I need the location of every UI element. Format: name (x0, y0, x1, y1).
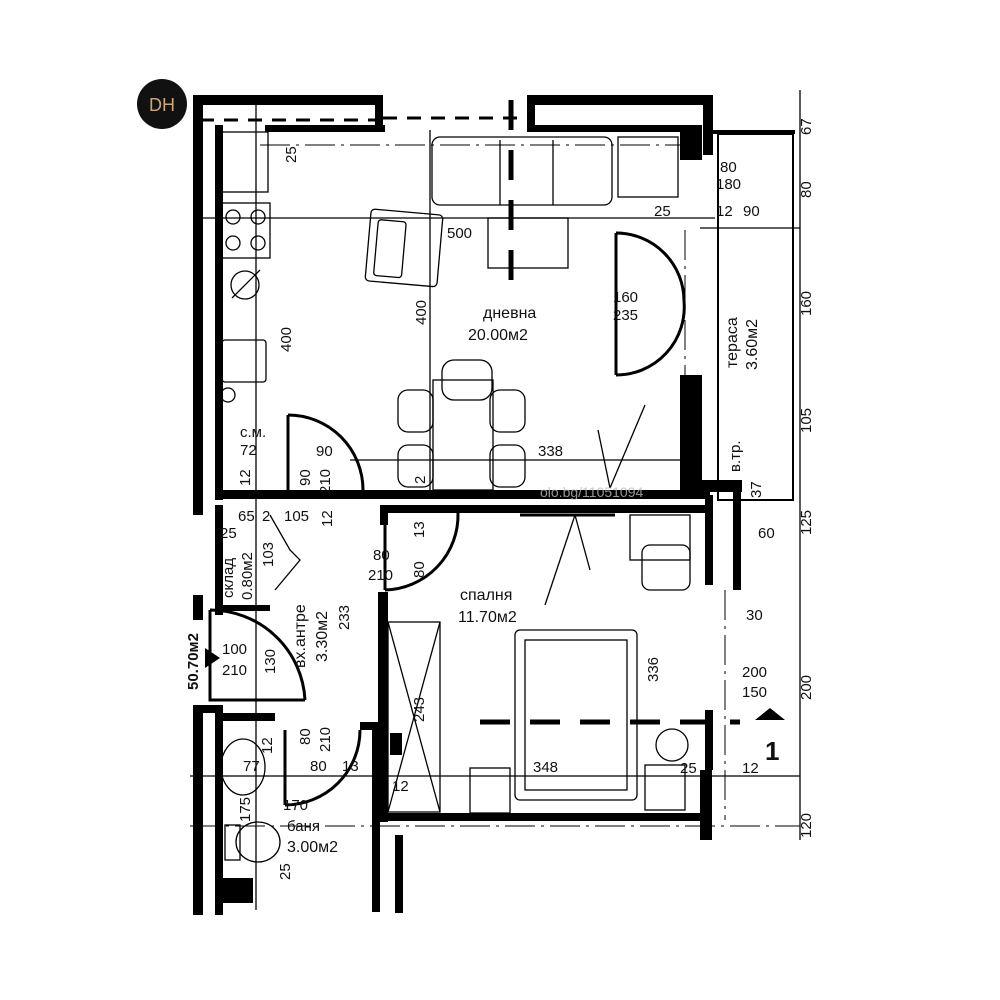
dim: 25 (680, 760, 697, 777)
dim: 25 (220, 525, 237, 542)
dim: 12 (392, 778, 409, 795)
dim: 500 (447, 225, 472, 242)
dim: 2 (412, 476, 429, 484)
dim: 90 (316, 443, 333, 460)
room-name-bedroom: спалня (460, 587, 512, 604)
dim: 72 (240, 442, 257, 459)
dim: 90 (297, 469, 314, 486)
dim: 103 (260, 542, 277, 567)
room-name-hall: вх.антре (292, 604, 309, 668)
dim: 80 (297, 728, 314, 745)
furniture (205, 100, 785, 903)
dim: 160 (798, 291, 815, 316)
dim: 30 (746, 607, 763, 624)
room-area-terrace: 3.60м2 (744, 319, 761, 370)
room-name-storage: склад (220, 558, 237, 598)
dim: 235 (613, 307, 638, 324)
dim: 80 (798, 181, 815, 198)
dim: 25 (283, 146, 300, 163)
dim: 2 (262, 508, 270, 525)
room-name-terrace: тераса (724, 317, 741, 368)
dim: 12 (237, 469, 254, 486)
dim: 170 (283, 797, 308, 814)
watermark: olo.bg/11051094 (540, 484, 643, 500)
dim: 336 (645, 657, 662, 682)
dim: 210 (222, 662, 247, 679)
washer-label: с.м. (240, 424, 266, 441)
dim: 25 (654, 203, 671, 220)
dim: 80 (310, 758, 327, 775)
dim: 210 (317, 469, 334, 494)
dim: 233 (336, 605, 353, 630)
room-area-bathroom: 3.00м2 (287, 839, 338, 856)
room-area-storage: 0.80м2 (239, 552, 256, 600)
dim: 105 (284, 508, 309, 525)
dim: 67 (798, 118, 815, 135)
dim: 13 (411, 521, 428, 538)
dim: 180 (716, 176, 741, 193)
dim: 400 (278, 327, 295, 352)
dim: 13 (342, 758, 359, 775)
dim: 77 (243, 758, 260, 775)
room-name-bathroom: баня (287, 818, 320, 835)
room-area-bedroom: 11.70м2 (458, 609, 517, 626)
dim: 12 (259, 737, 276, 754)
dim: 160 (613, 289, 638, 306)
dim: 175 (237, 797, 254, 822)
dim: 130 (262, 649, 279, 674)
svg-text:DH: DH (149, 95, 175, 115)
dim: 12 (319, 510, 336, 527)
vent-label: в.тр. (727, 440, 744, 472)
dim: 150 (742, 684, 767, 701)
dim: 200 (742, 664, 767, 681)
dim: 243 (411, 697, 428, 722)
doors (208, 231, 686, 807)
dim: 80 (720, 159, 737, 176)
total-area: 50.70м2 (185, 633, 202, 690)
room-area-living: 20.00м2 (468, 327, 528, 344)
logo: DH (137, 79, 187, 129)
dim: 348 (533, 759, 558, 776)
dim: 25 (277, 863, 294, 880)
dim: 12 (716, 203, 733, 220)
dim: 12 (742, 760, 759, 777)
dim: 60 (758, 525, 775, 542)
dim: 210 (317, 727, 334, 752)
dim: 100 (222, 641, 247, 658)
dim: 125 (798, 510, 815, 535)
dim: 65 (238, 508, 255, 525)
room-area-hall: 3.30м2 (314, 611, 331, 662)
dim: 90 (743, 203, 760, 220)
dim: 120 (798, 813, 815, 838)
dim: 400 (413, 300, 430, 325)
room-name-living: дневна (483, 305, 536, 322)
dim: 200 (798, 675, 815, 700)
dim: 210 (368, 567, 393, 584)
dim: 37 (748, 481, 765, 498)
dim: 105 (798, 408, 815, 433)
section-marker: 1 (765, 736, 779, 766)
dim: 338 (538, 443, 563, 460)
dim: 80 (411, 561, 428, 578)
dim: 80 (373, 547, 390, 564)
dimensions: 500 400 400 338 25 160 235 80 180 25 12 … (220, 118, 815, 880)
